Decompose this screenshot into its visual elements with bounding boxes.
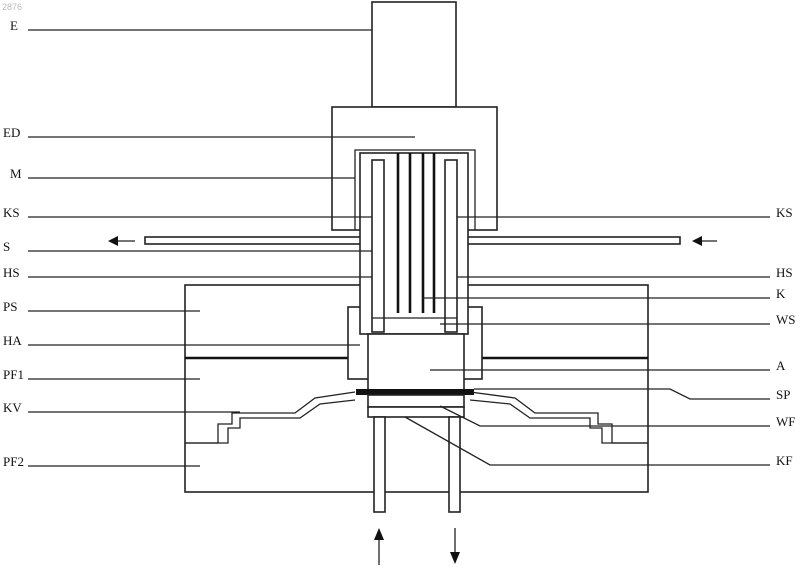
arrow-left-icon <box>108 236 135 246</box>
label-k: K <box>776 286 786 301</box>
label-hs-left: HS <box>3 265 20 280</box>
component-sp <box>356 389 474 395</box>
component-wf <box>368 395 464 407</box>
figure-code: 2876 <box>2 2 22 12</box>
arrow-down-icon <box>450 528 460 564</box>
label-ha: HA <box>3 333 22 348</box>
component-e <box>372 2 456 107</box>
label-wf: WF <box>776 414 796 429</box>
arrow-left-icon-right <box>692 236 717 246</box>
label-sp: SP <box>776 387 790 402</box>
label-ps: PS <box>3 299 17 314</box>
label-a: A <box>776 358 786 373</box>
label-e: E <box>10 18 18 33</box>
inlet-pipe <box>374 417 385 512</box>
label-hs-right: HS <box>776 265 793 280</box>
outlet-pipe <box>449 417 460 512</box>
label-kv: KV <box>3 400 22 415</box>
label-ws: WS <box>776 312 796 327</box>
label-pf1: PF1 <box>3 367 24 382</box>
label-s: S <box>3 239 10 254</box>
outer-tube-right <box>445 160 457 332</box>
label-ks-right: KS <box>776 205 793 220</box>
arrow-up-icon <box>374 528 384 565</box>
label-ed: ED <box>3 125 20 140</box>
label-pf2: PF2 <box>3 454 24 469</box>
component-kf <box>368 407 464 417</box>
label-kf: KF <box>776 453 793 468</box>
outer-tube-left <box>372 160 384 332</box>
component-a <box>368 334 464 390</box>
label-m: M <box>10 166 22 181</box>
label-ks-left: KS <box>3 205 20 220</box>
